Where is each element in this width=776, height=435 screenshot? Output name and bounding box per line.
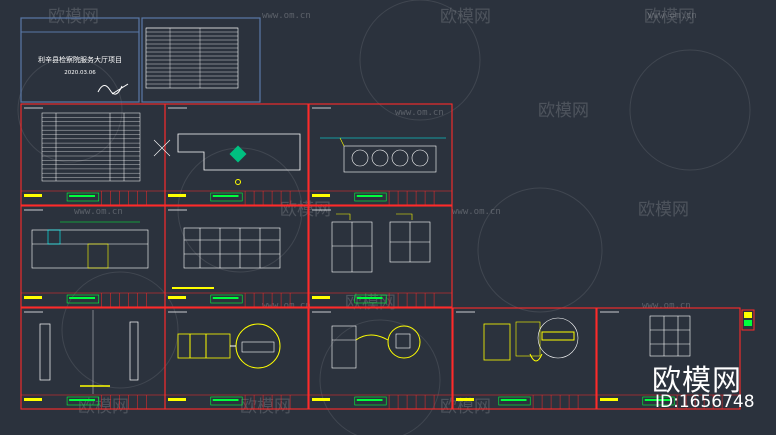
sheet4-long-elevation [31,221,149,269]
project-date: 2020.03.06 [64,70,96,76]
drawing-sheet-2[interactable] [164,103,309,206]
sheet1-table-rows [42,117,140,178]
svg-text:欧模网: 欧模网 [538,101,589,121]
sheet5-wall-elevation [172,227,281,289]
watermark-brand: 欧模网 欧模网 欧模网 欧模网 欧模网 欧模网 欧模网 欧模网 欧模网 欧模网 [48,7,695,417]
drawing-sheet-6[interactable] [308,205,453,308]
drawing-sheet-11[interactable] [596,307,741,410]
sheet8-counter-detail [177,323,281,369]
index-table [146,27,238,85]
layer-legend-swatch [741,309,755,331]
sheet10-desk-detail [483,317,579,362]
brand-logo-text: 欧模网 [652,363,743,397]
drawing-sheets [20,103,741,410]
watermark-layer: 欧模网 欧模网 欧模网 欧模网 欧模网 欧模网 欧模网 欧模网 欧模网 欧模网 … [17,0,751,435]
svg-text:欧模网: 欧模网 [78,397,129,417]
svg-text:欧模网: 欧模网 [240,397,291,417]
svg-text:www.om.cn: www.om.cn [452,207,501,217]
svg-text:www.om.cn: www.om.cn [74,207,123,217]
section-cross-mark [153,139,171,157]
svg-text:www.om.cn: www.om.cn [642,301,691,311]
cover-sheet[interactable]: 利辛县检察院服务大厅项目 2020.03.06 [20,17,140,103]
svg-text:欧模网: 欧模网 [644,7,695,27]
drawing-sheet-3[interactable] [308,103,453,206]
sheet3-elevation [320,137,446,173]
drawing-sheet-8[interactable] [164,307,309,410]
svg-text:www.om.cn: www.om.cn [395,108,444,118]
signature-mark [97,83,129,95]
svg-text:www.om.cn: www.om.cn [648,11,697,21]
index-sheet[interactable] [141,17,261,103]
project-title: 利辛县检察院服务大厅项目 [38,55,122,64]
sheet9-cabinet-section [331,325,421,369]
sheet7-door-sections [39,310,139,394]
drawing-sheet-5[interactable] [164,205,309,308]
svg-text:欧模网: 欧模网 [638,200,689,220]
drawing-sheet-9[interactable] [308,307,453,410]
svg-text:欧模网: 欧模网 [48,7,99,27]
drawing-sheet-10[interactable] [452,307,597,410]
svg-text:www.om.cn: www.om.cn [262,11,311,21]
sheet6-detail-plans [331,213,431,273]
drawing-sheet-7[interactable] [20,307,166,410]
sheet2-floor-plan [177,133,301,185]
svg-text:欧模网: 欧模网 [440,7,491,27]
sheet11-panel-detail [649,315,691,357]
model-id-label: ID:1656748 [655,392,755,412]
watermark-site: www.om.cn www.om.cn www.om.cn www.om.cn … [74,11,697,311]
svg-text:www.om.cn: www.om.cn [262,301,311,311]
drawing-sheet-4[interactable] [20,205,166,308]
sheet1-material-table [41,112,141,182]
